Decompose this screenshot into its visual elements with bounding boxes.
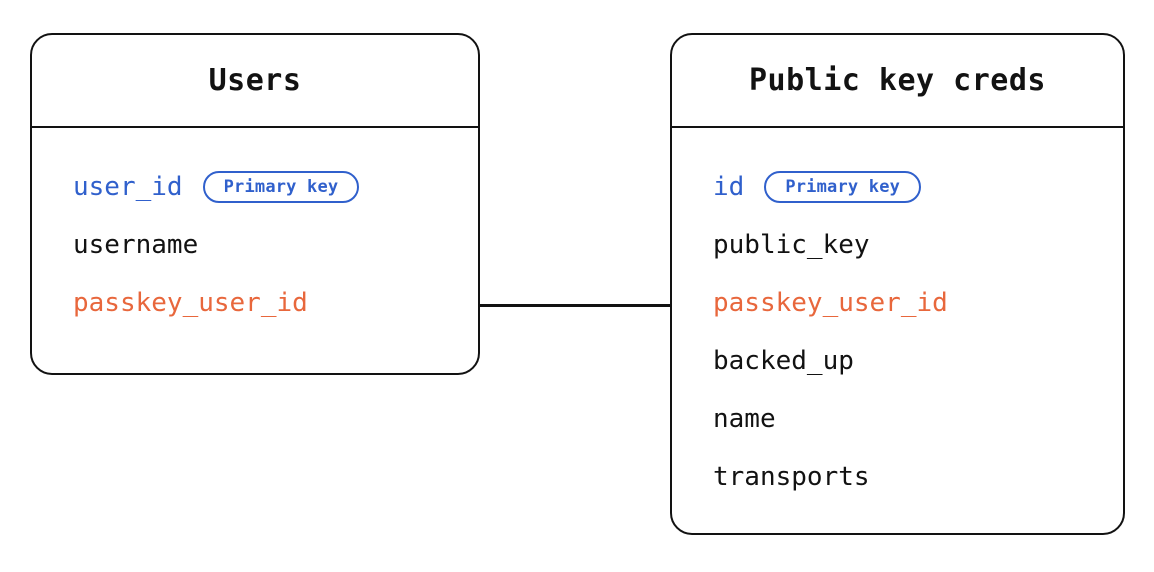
field-name-id: id bbox=[713, 172, 745, 202]
relationship-connector-passkey-user-id bbox=[480, 304, 670, 307]
entity-public-key-creds-field-list: id Primary key public_key passkey_user_i… bbox=[672, 128, 1123, 506]
field-row-public-key[interactable]: public_key bbox=[672, 216, 1123, 274]
entity-users-title: Users bbox=[208, 63, 302, 98]
field-name-backed-up: backed_up bbox=[713, 346, 854, 376]
field-row-username[interactable]: username bbox=[32, 216, 478, 274]
field-name-passkey-user-id: passkey_user_id bbox=[73, 288, 308, 318]
entity-public-key-creds-header: Public key creds bbox=[672, 35, 1123, 128]
entity-users-header: Users bbox=[32, 35, 478, 128]
field-row-id[interactable]: id Primary key bbox=[672, 158, 1123, 216]
field-row-passkey-user-id[interactable]: passkey_user_id bbox=[32, 274, 478, 332]
field-row-passkey-user-id[interactable]: passkey_user_id bbox=[672, 274, 1123, 332]
field-row-user-id[interactable]: user_id Primary key bbox=[32, 158, 478, 216]
field-name-public-key: public_key bbox=[713, 230, 870, 260]
field-row-name[interactable]: name bbox=[672, 390, 1123, 448]
primary-key-badge-user-id: Primary key bbox=[202, 171, 360, 203]
field-row-backed-up[interactable]: backed_up bbox=[672, 332, 1123, 390]
entity-public-key-creds[interactable]: Public key creds id Primary key public_k… bbox=[670, 33, 1125, 535]
field-name-name: name bbox=[713, 404, 776, 434]
field-row-transports[interactable]: transports bbox=[672, 448, 1123, 506]
primary-key-badge-id: Primary key bbox=[764, 171, 922, 203]
entity-users[interactable]: Users user_id Primary key username passk… bbox=[30, 33, 480, 375]
entity-users-field-list: user_id Primary key username passkey_use… bbox=[32, 128, 478, 332]
primary-key-badge-label: Primary key bbox=[223, 176, 339, 197]
field-name-transports: transports bbox=[713, 462, 870, 492]
field-name-user-id: user_id bbox=[73, 172, 183, 202]
entity-public-key-creds-title: Public key creds bbox=[749, 63, 1046, 98]
field-name-passkey-user-id: passkey_user_id bbox=[713, 288, 948, 318]
primary-key-badge-label: Primary key bbox=[785, 176, 901, 197]
field-name-username: username bbox=[73, 230, 199, 260]
